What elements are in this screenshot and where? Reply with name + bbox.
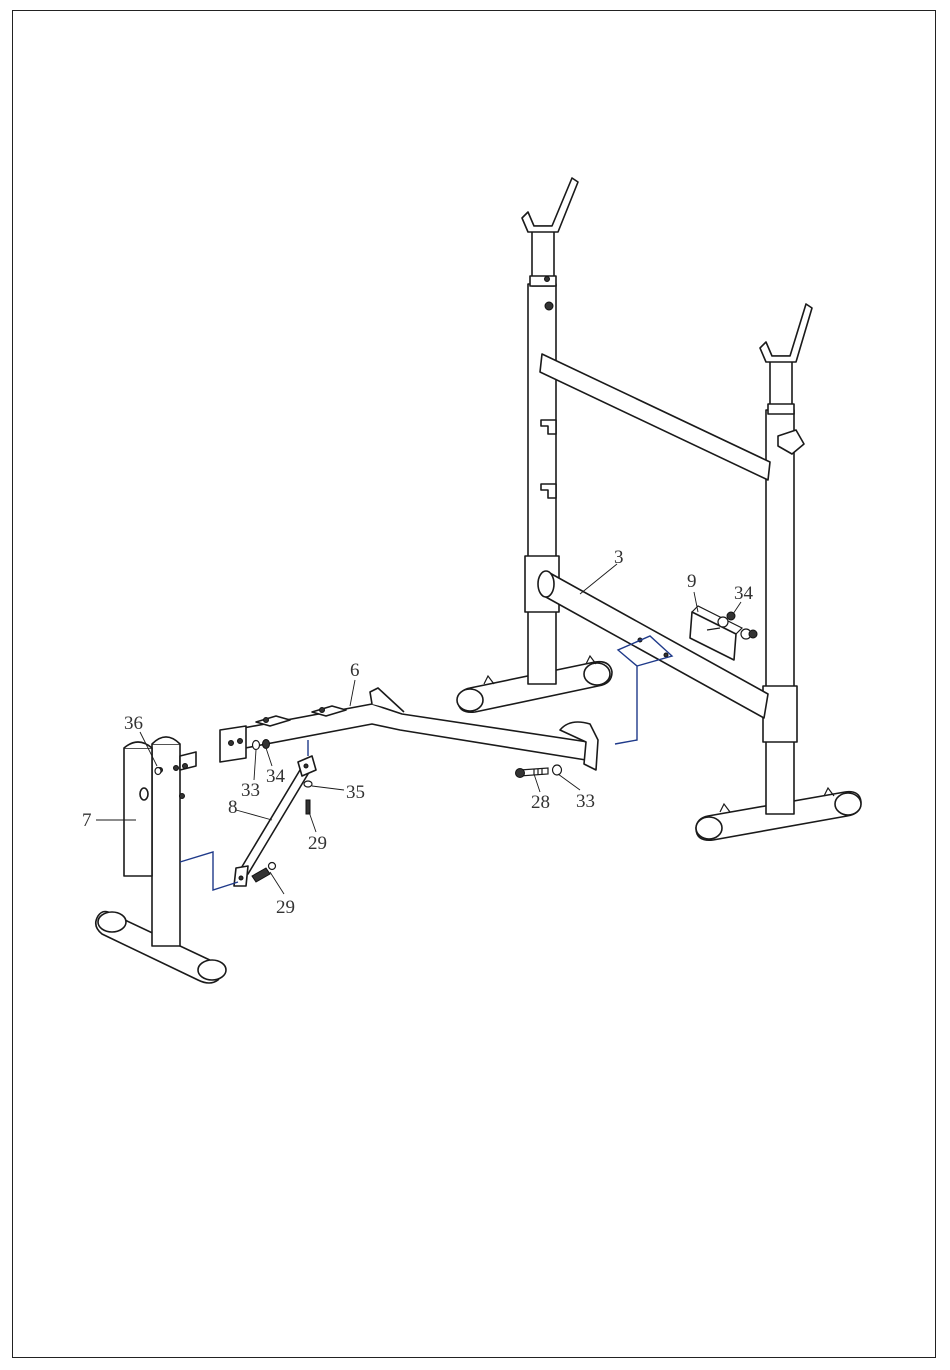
label-part-7: 7 [82,810,92,831]
label-part-33-front: 33 [241,780,260,801]
main-frame [220,688,598,770]
label-part-6: 6 [350,660,360,681]
upper-crossbar [540,354,770,480]
label-part-29-upper: 29 [308,833,327,854]
label-part-8: 8 [228,797,238,818]
front-leg-assembly [96,737,226,983]
label-part-29-lower: 29 [276,897,295,918]
label-part-33-rear: 33 [576,791,595,812]
label-part-36: 36 [124,713,143,734]
front-sleeve [124,742,152,876]
label-part-9: 9 [687,571,697,592]
bracket-plate [690,606,757,660]
label-part-34-rear: 34 [734,583,754,604]
rear-right-upright [760,304,812,814]
label-part-34-front: 34 [266,766,286,787]
hardware [155,740,562,883]
label-part-3: 3 [614,547,624,568]
label-part-35: 35 [346,782,365,803]
label-part-28: 28 [531,792,550,813]
